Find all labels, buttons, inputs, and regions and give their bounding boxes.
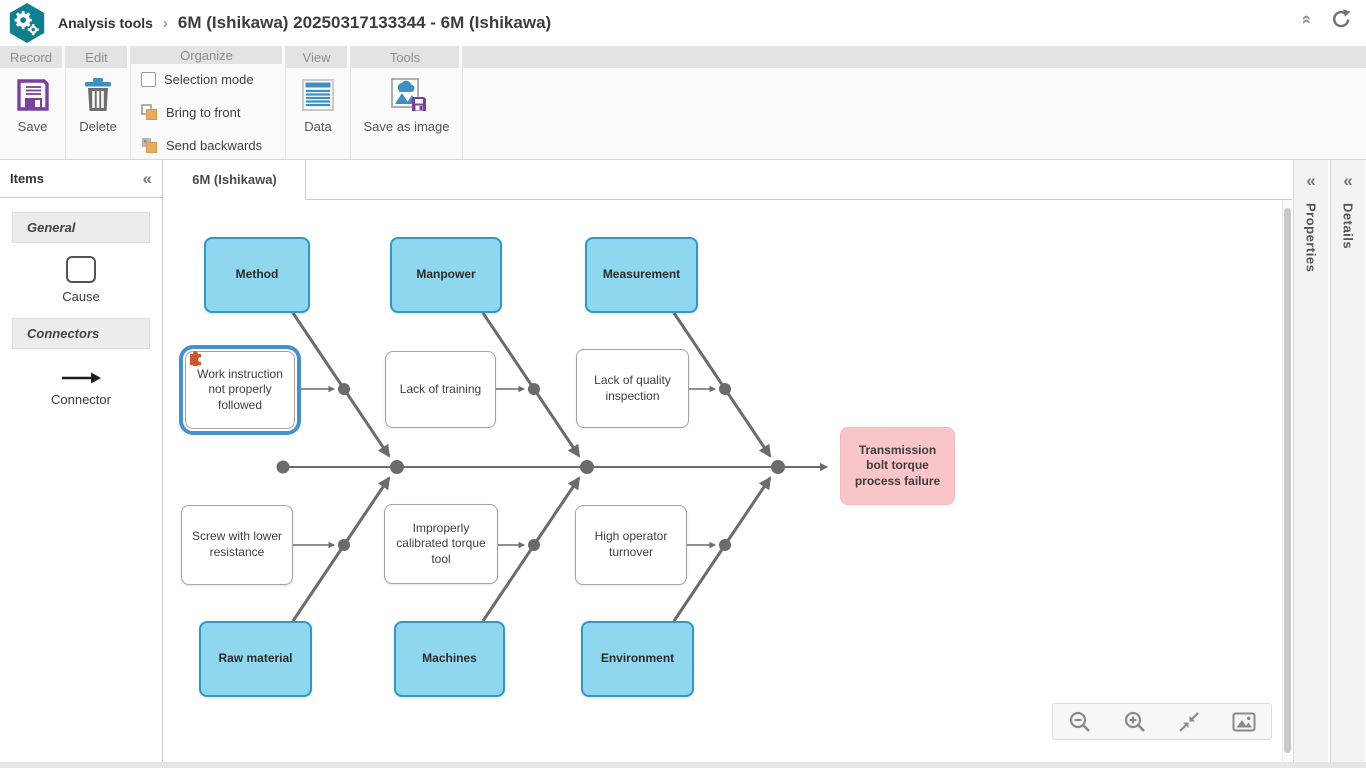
fishbone-connectors [276, 312, 829, 622]
category-node-measurement[interactable]: Measurement [585, 237, 698, 313]
ribbon-tab-view[interactable]: View [286, 46, 347, 68]
category-node-method[interactable]: Method [204, 237, 310, 313]
ribbon-group-tools: Tools Save as image [351, 46, 463, 159]
send-backwards-label: Send backwards [166, 138, 263, 153]
bring-to-front-button[interactable]: Bring to front [141, 99, 240, 126]
zoom-in-button[interactable] [1115, 707, 1155, 737]
details-panel-collapsed[interactable]: « Details [1330, 160, 1365, 762]
delete-icon [84, 78, 111, 111]
data-button[interactable]: Data [292, 75, 344, 136]
collapse-items-panel-icon[interactable]: « [142, 169, 152, 188]
workspace: 6M (Ishikawa) [164, 160, 1292, 762]
ribbon-group-organize: Organize Selection mode Bring to front [131, 46, 286, 159]
connector-arrow-icon [62, 372, 101, 384]
diagram-canvas[interactable]: Method Manpower Measurement Work instruc… [164, 200, 1282, 762]
fit-to-screen-button[interactable] [1169, 707, 1209, 737]
palette-cause-label: Cause [62, 289, 100, 304]
bring-to-front-label: Bring to front [166, 105, 241, 120]
breadcrumb-app-name[interactable]: Analysis tools [58, 15, 153, 31]
send-backwards-button[interactable]: Send backwards [141, 132, 262, 159]
ribbon-group-edit: Edit Delete [66, 46, 131, 159]
drag-cursor-puzzle-icon [190, 351, 201, 366]
cause-node-improperly-calibrated[interactable]: Improperly calibrated torque tool [384, 504, 498, 584]
page-title: 6M (Ishikawa) 20250317133344 - 6M (Ishik… [177, 13, 552, 32]
save-button-label: Save [17, 119, 48, 134]
cause-node-lack-of-training[interactable]: Lack of training [385, 351, 496, 428]
selection-mode-checkbox[interactable] [141, 72, 156, 87]
expand-properties-icon[interactable]: « [1306, 171, 1316, 190]
scrollbar-thumb[interactable] [1284, 208, 1291, 753]
canvas-vertical-scrollbar[interactable] [1282, 200, 1292, 762]
bring-to-front-icon [141, 104, 157, 120]
ribbon-tab-spacer [463, 46, 1366, 68]
app-header: Analysis tools › 6M (Ishikawa) 202503171… [0, 0, 1366, 46]
refresh-icon[interactable] [1330, 8, 1352, 30]
category-node-raw-material[interactable]: Raw material [199, 621, 312, 697]
send-backwards-icon [142, 138, 157, 153]
ribbon: Record Save Edit [0, 46, 1366, 160]
sidebar-section-connectors[interactable]: Connectors [12, 318, 150, 349]
selection-mode-toggle[interactable]: Selection mode [141, 66, 254, 93]
delete-button[interactable]: Delete [71, 75, 125, 136]
cause-node-label: Work instruction not properly followed [197, 366, 283, 412]
selection-mode-label: Selection mode [164, 72, 254, 87]
zoom-out-button[interactable] [1060, 707, 1100, 737]
save-icon [16, 79, 49, 111]
ribbon-tab-tools[interactable]: Tools [351, 46, 459, 68]
items-panel-title: Items [10, 171, 44, 186]
breadcrumb-separator: › [162, 14, 168, 32]
cause-node-lack-of-quality-inspection[interactable]: Lack of quality inspection [576, 349, 689, 428]
image-icon [1232, 712, 1256, 731]
delete-button-label: Delete [79, 119, 117, 134]
category-node-environment[interactable]: Environment [581, 621, 694, 697]
details-panel-label: Details [1340, 203, 1356, 250]
sidebar-section-general[interactable]: General [12, 212, 150, 243]
tab-6m-ishikawa[interactable]: 6M (Ishikawa) [164, 160, 306, 200]
properties-panel-label: Properties [1303, 203, 1319, 273]
data-button-label: Data [304, 119, 332, 134]
properties-panel-collapsed[interactable]: « Properties [1293, 160, 1328, 762]
zoom-in-icon [1124, 711, 1145, 732]
items-sidebar: Items « General Cause Connectors Connect… [0, 160, 163, 762]
data-icon [302, 79, 334, 111]
fit-to-screen-icon [1179, 711, 1200, 732]
image-preview-button[interactable] [1224, 707, 1264, 737]
save-as-image-label: Save as image [363, 119, 450, 134]
ribbon-tab-edit[interactable]: Edit [66, 46, 127, 68]
zoom-out-icon [1070, 711, 1091, 732]
ribbon-tab-record[interactable]: Record [0, 46, 62, 68]
canvas-zoom-toolbar [1052, 703, 1272, 740]
effect-node[interactable]: Transmission bolt torque process failure [840, 427, 955, 505]
ribbon-group-view: View Data [286, 46, 351, 159]
category-node-manpower[interactable]: Manpower [390, 237, 502, 313]
palette-item-connector[interactable]: Connector [0, 362, 162, 407]
save-as-image-button[interactable]: Save as image [356, 75, 458, 136]
junction-dots [276, 383, 785, 551]
ribbon-group-spacer [463, 46, 1366, 159]
bottom-strip [0, 762, 1366, 768]
palette-connector-label: Connector [51, 392, 111, 407]
ribbon-group-record: Record Save [0, 46, 66, 159]
palette-item-cause[interactable]: Cause [0, 256, 162, 304]
save-as-image-icon [390, 78, 426, 111]
cause-node-work-instruction[interactable]: Work instruction not properly followed [185, 351, 295, 429]
expand-details-icon[interactable]: « [1343, 171, 1353, 190]
canvas-tabbar: 6M (Ishikawa) [164, 160, 1292, 200]
cause-shape-icon [66, 256, 96, 283]
cause-node-high-operator-turnover[interactable]: High operator turnover [575, 505, 687, 585]
app-logo-icon [9, 2, 45, 44]
category-node-machines[interactable]: Machines [394, 621, 505, 697]
ribbon-tab-organize[interactable]: Organize [131, 46, 282, 64]
save-button[interactable]: Save [7, 75, 59, 136]
cause-node-screw-lower-resistance[interactable]: Screw with lower resistance [181, 505, 293, 585]
collapse-header-icon[interactable]: « [1297, 14, 1317, 24]
